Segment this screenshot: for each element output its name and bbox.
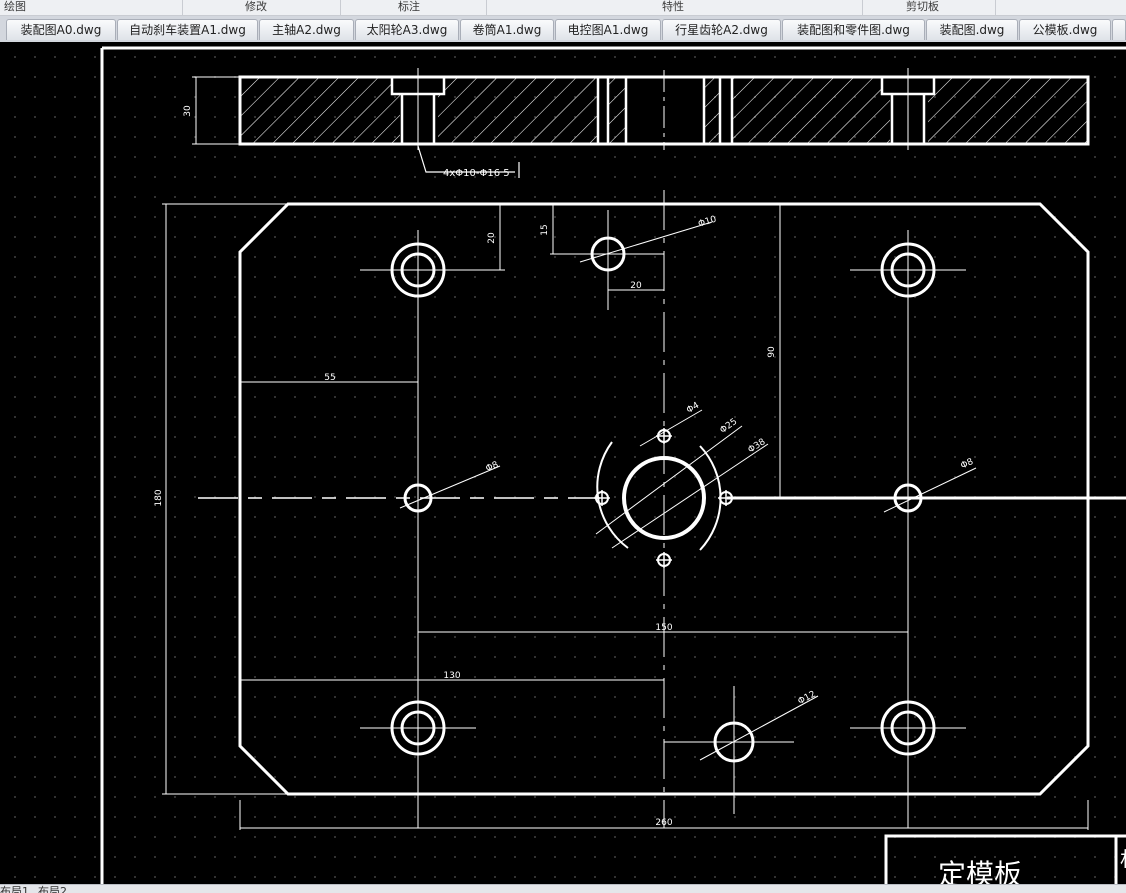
dim-dia4: Φ4 [685,401,701,416]
file-tab-bar: 装配图A0.dwg 自动刹车装置A1.dwg 主轴A2.dwg 太阳轮A3.dw… [0,16,1126,42]
file-tab[interactable]: 自动刹车装置A1.dwg [117,19,258,40]
ribbon-divider [340,0,341,15]
dim-260: 260 [655,818,672,828]
ribbon-divider [862,0,863,15]
dim-dia8-left: Φ8 [484,460,500,474]
title-block-name: 定模板 [938,858,1022,884]
dim-150: 150 [655,623,672,633]
file-tab-active[interactable]: 公模板.dwg [1019,19,1111,40]
dim-dia38: Φ38 [746,437,767,456]
ribbon-group-modify[interactable]: 修改 [245,0,267,13]
dim-dia10: Φ10 [697,215,718,230]
layout-tab-bar: 布局1 布局2 [0,884,1126,893]
ribbon-divider [182,0,183,15]
title-block [884,834,1126,884]
dim-15: 15 [540,224,550,235]
dim-180: 180 [154,489,164,506]
dimension-lines [162,203,1089,830]
drawing-canvas[interactable]: 30 4xΦ10-Φ16 5 [0,42,1126,884]
file-tab[interactable]: 装配图A0.dwg [6,19,116,40]
ribbon-group-annotate[interactable]: 标注 [398,0,420,13]
drawing-frame [100,46,1126,884]
center-lines [198,190,1126,828]
holes [390,236,936,763]
dim-20-horizontal: 20 [630,281,642,291]
file-tab[interactable]: 行星齿轮A2.dwg [662,19,781,40]
hole-note: 4xΦ10-Φ16 5 [443,168,510,179]
file-tab-overflow[interactable] [1112,19,1126,40]
title-block-material: 材 [1120,847,1126,871]
section-view [192,68,1090,178]
file-tab[interactable]: 太阳轮A3.dwg [355,19,459,40]
dim-130: 130 [443,671,460,681]
ribbon-panel-titles: 绘图 修改 标注 特性 剪切板 [0,0,1126,16]
dim-55: 55 [324,373,335,383]
file-tab[interactable]: 装配图.dwg [926,19,1018,40]
dim-thickness: 30 [183,105,193,117]
plate-outline [238,202,1090,796]
cad-drawing: 30 4xΦ10-Φ16 5 [100,46,1126,884]
dim-90: 90 [767,346,777,358]
dim-dia25: Φ25 [718,417,739,436]
ribbon-group-clipboard[interactable]: 剪切板 [906,0,939,13]
layout-tab[interactable]: 布局1 [0,885,29,893]
file-tab[interactable]: 装配图和零件图.dwg [782,19,925,40]
file-tab[interactable]: 主轴A2.dwg [259,19,354,40]
file-tab[interactable]: 电控图A1.dwg [555,19,661,40]
ribbon-group-draw[interactable]: 绘图 [4,0,26,13]
file-tab[interactable]: 卷筒A1.dwg [460,19,554,40]
dim-dia12: Φ12 [797,689,818,707]
ribbon-divider [995,0,996,15]
dim-20-vertical: 20 [487,232,497,244]
ribbon-divider [486,0,487,15]
ribbon-group-properties[interactable]: 特性 [662,0,684,13]
layout-tab[interactable]: 布局2 [38,885,67,893]
